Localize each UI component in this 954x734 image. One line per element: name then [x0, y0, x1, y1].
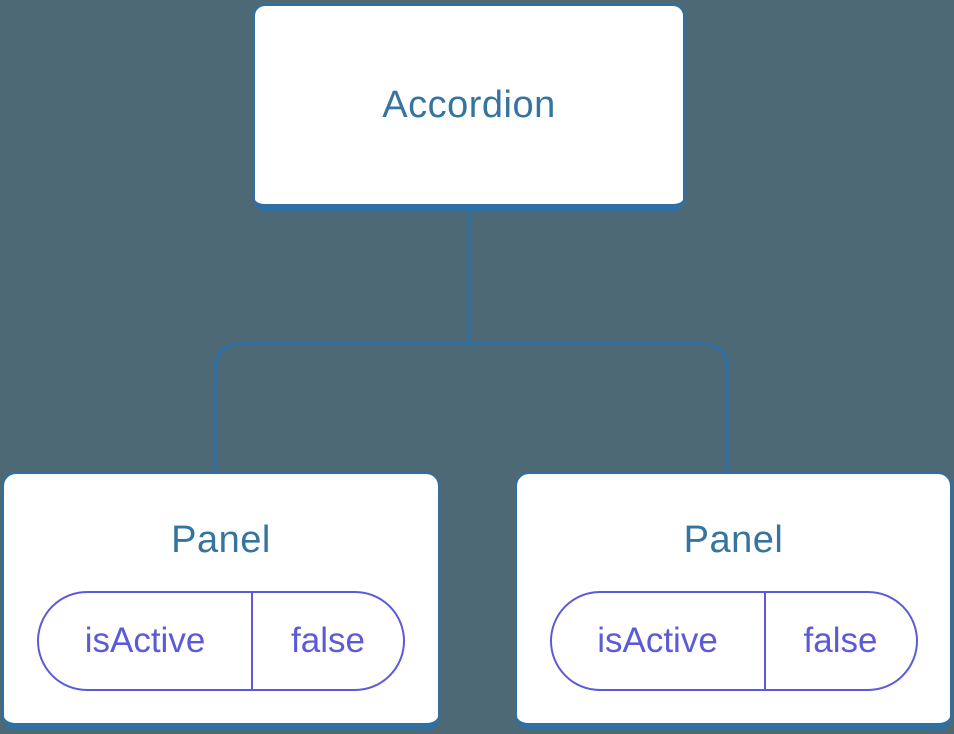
state-key-2: isActive: [597, 621, 718, 660]
connector-bracket: [213, 342, 730, 473]
component-label-panel-2: Panel: [683, 519, 784, 561]
state-pill-1: isActive false: [37, 591, 405, 691]
state-pill-divider-2: [763, 593, 766, 689]
component-label-accordion: Accordion: [382, 84, 556, 126]
component-node-panel-2: Panel isActive false: [515, 472, 952, 730]
component-node-accordion: Accordion: [253, 4, 685, 211]
state-pill-2: isActive false: [549, 591, 918, 691]
state-value-1: false: [291, 621, 365, 660]
state-value-2: false: [803, 621, 878, 660]
component-node-panel-1: Panel isActive false: [2, 472, 440, 730]
component-label-panel-1: Panel: [171, 519, 271, 561]
state-pill-divider-1: [251, 593, 253, 689]
state-key-1: isActive: [84, 621, 206, 660]
